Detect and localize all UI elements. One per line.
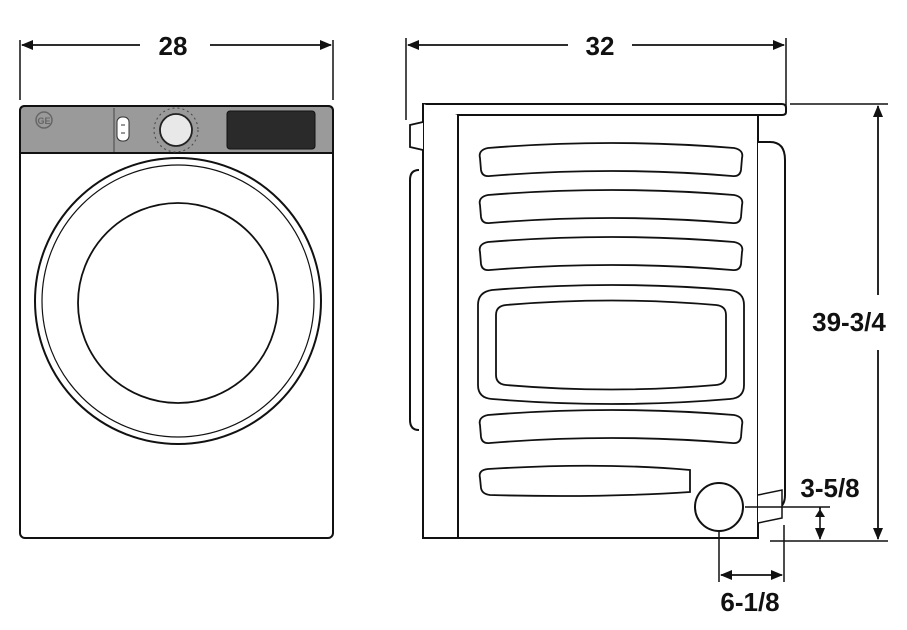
vent-offset-label: 6-1/8 [720,587,779,617]
cycle-dial-icon [153,107,199,153]
exhaust-vent [694,482,744,532]
side-depth-label: 32 [586,31,615,61]
power-button-icon [116,116,130,142]
vent-height-label: 3-5/8 [800,473,859,503]
front-face [422,104,459,539]
front-view: 28 GE [19,31,334,539]
control-knob-profile [409,121,424,151]
vent-offset-dimension: 6-1/8 [718,525,785,617]
height-dimension: 39-3/4 [770,103,888,542]
door-glass [77,202,279,404]
top-panel [422,103,787,116]
ge-logo-icon: GE [35,111,53,129]
display-screen [226,110,316,150]
height-label: 39-3/4 [812,307,886,337]
door-trim [41,164,315,438]
front-width-dimension: 28 [19,31,334,100]
front-width-label: 28 [159,31,188,61]
side-ribs [478,142,744,497]
logo-text: GE [37,116,50,126]
side-view: 32 [405,31,888,617]
back-panel [758,141,786,511]
side-center-panel [477,284,745,405]
side-depth-dimension: 32 [405,31,787,120]
side-panel [457,114,759,539]
door-profile [409,169,420,431]
vent-height-dimension: 3-5/8 [745,473,860,540]
